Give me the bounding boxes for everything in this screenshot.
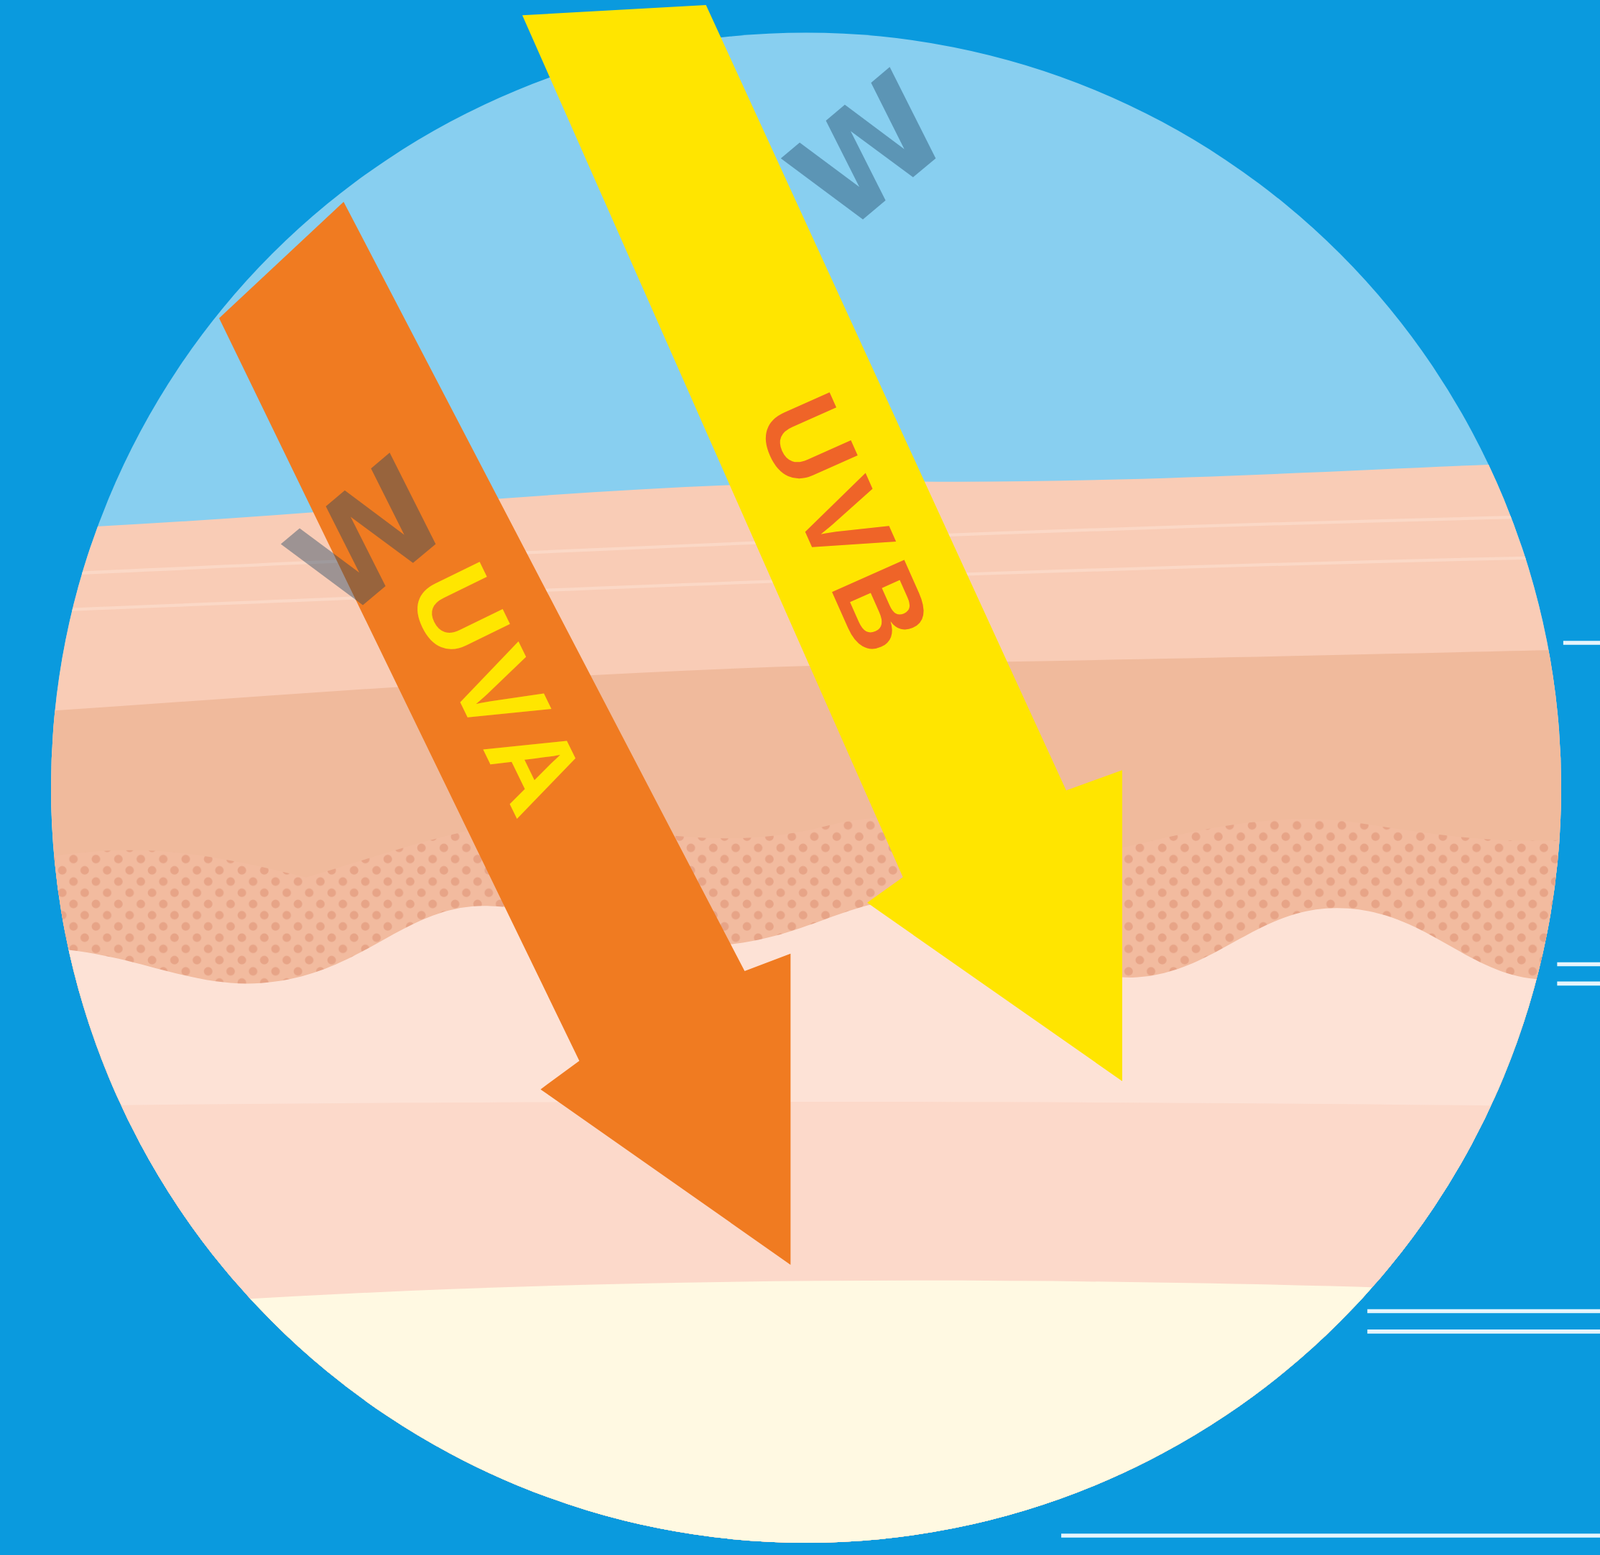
leader-lines [1061, 643, 1600, 1537]
arrow-polygon [522, 5, 1123, 1082]
